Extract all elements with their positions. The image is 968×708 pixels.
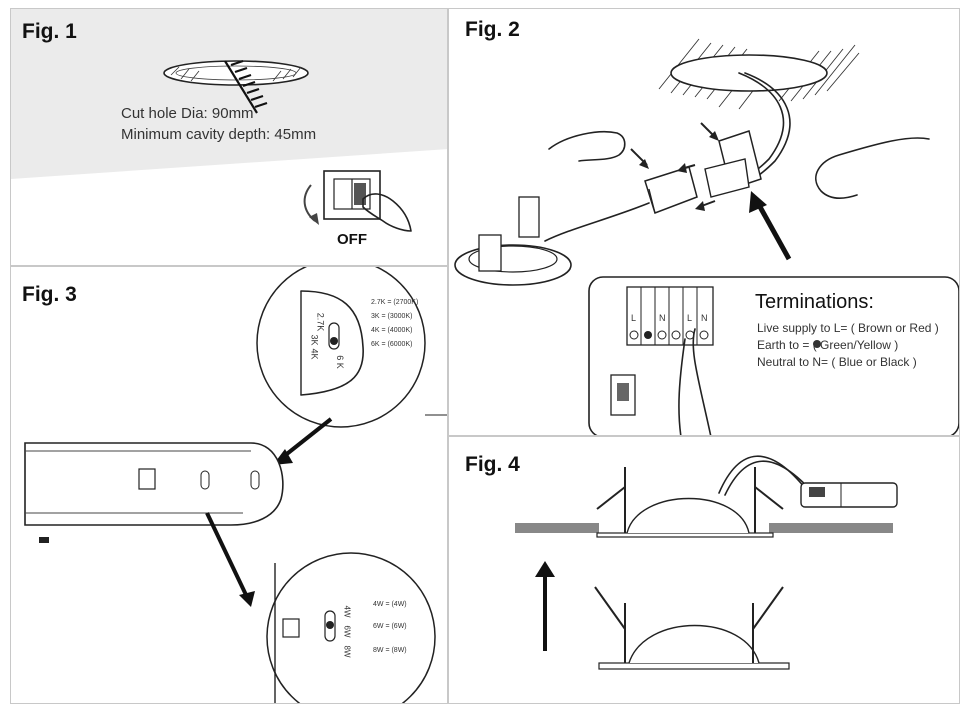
watt-switch-8w: 8W: [342, 645, 352, 658]
driver-box-icon: [800, 482, 898, 508]
wall-switch-icon: [323, 170, 381, 220]
earth-symbol-icon: [813, 340, 821, 348]
driver-box-icon: [644, 166, 698, 214]
cct-switch-6k: 6 K: [334, 355, 345, 369]
left-hand-icon: [548, 130, 626, 162]
right-hand-icon: [815, 137, 930, 200]
cct-zoom-2700: 2.7K = (2700K): [371, 299, 419, 306]
terminal-letter-2: N: [659, 313, 666, 323]
termination-live: Live supply to L= ( Brown or Red ): [757, 321, 939, 335]
off-label: OFF: [337, 231, 367, 248]
watt-switch-4w: 4W: [342, 605, 352, 618]
cct-switch-27k: 2.7K: [315, 312, 326, 332]
fig1-panel: Fig. 1 Cut hole Dia: 90mm Minimum cavity…: [10, 8, 448, 266]
downlight-driver-icon: [24, 442, 284, 543]
watt-zoom-8w: 8W = (8W): [373, 647, 407, 654]
cct-zoom-3000: 3K = (3000K): [371, 313, 413, 320]
wattage-zoom-circle: [266, 552, 436, 703]
fig3-illustration: [24, 267, 447, 703]
saw-blade-icon: [224, 59, 268, 114]
arrows: [630, 122, 719, 211]
cut-hole-text: Cut hole Dia: 90mm: [121, 105, 254, 122]
cct-switch-3k: 3K: [309, 334, 320, 346]
cct-zoom-circle: [256, 267, 426, 428]
termination-neutral: Neutral to N= ( Blue or Black ): [757, 355, 917, 369]
fig4-title: Fig. 4: [465, 453, 520, 476]
watt-zoom-4w: 4W = (4W): [373, 601, 407, 608]
fig3-title: Fig. 3: [22, 283, 77, 306]
terminal-block-icon: [704, 130, 762, 198]
ceiling-board: [515, 523, 599, 533]
fig1-title: Fig. 1: [22, 20, 77, 43]
fig3-panel: Fig. 3 2.7K = (2700K) 3K = (3000K) 4K = …: [10, 266, 448, 704]
hand-icon: [362, 193, 412, 232]
terminal-letter-4: N: [701, 313, 708, 323]
terminations-title: Terminations:: [755, 291, 874, 313]
ceiling-hole: [670, 54, 828, 92]
cct-zoom-6000: 6K = (6000K): [371, 341, 413, 348]
cavity-depth-text: Minimum cavity depth: 45mm: [121, 126, 317, 143]
termination-earth: Earth to = ( Green/Yellow ): [757, 338, 899, 352]
fig4-panel: Fig. 4: [448, 436, 960, 704]
fig1-illustration: [11, 59, 447, 265]
downlight-icon: [454, 196, 572, 286]
downlight-push-icon: [594, 586, 790, 670]
cct-switch-4k: 4K: [309, 348, 320, 360]
fig2-title: Fig. 2: [465, 18, 520, 41]
fig4-illustration: [515, 455, 898, 670]
watt-switch-6w: 6W: [342, 625, 352, 638]
pointing-finger-icon: [678, 328, 712, 435]
installed-downlight-icon: [596, 467, 784, 538]
terminal-letter-1: L: [631, 313, 637, 323]
fig2-panel: Fig. 2 Terminations: Live supply to L= (…: [448, 8, 960, 436]
fig2-illustration: [454, 38, 959, 435]
terminal-strip-icon: [626, 286, 714, 346]
watt-zoom-6w: 6W = (6W): [373, 623, 407, 630]
switch-icon: [610, 374, 636, 416]
terminal-letter-3: L: [687, 313, 693, 323]
hole-hatching: [170, 66, 302, 82]
cct-zoom-4000: 4K = (4000K): [371, 327, 413, 334]
